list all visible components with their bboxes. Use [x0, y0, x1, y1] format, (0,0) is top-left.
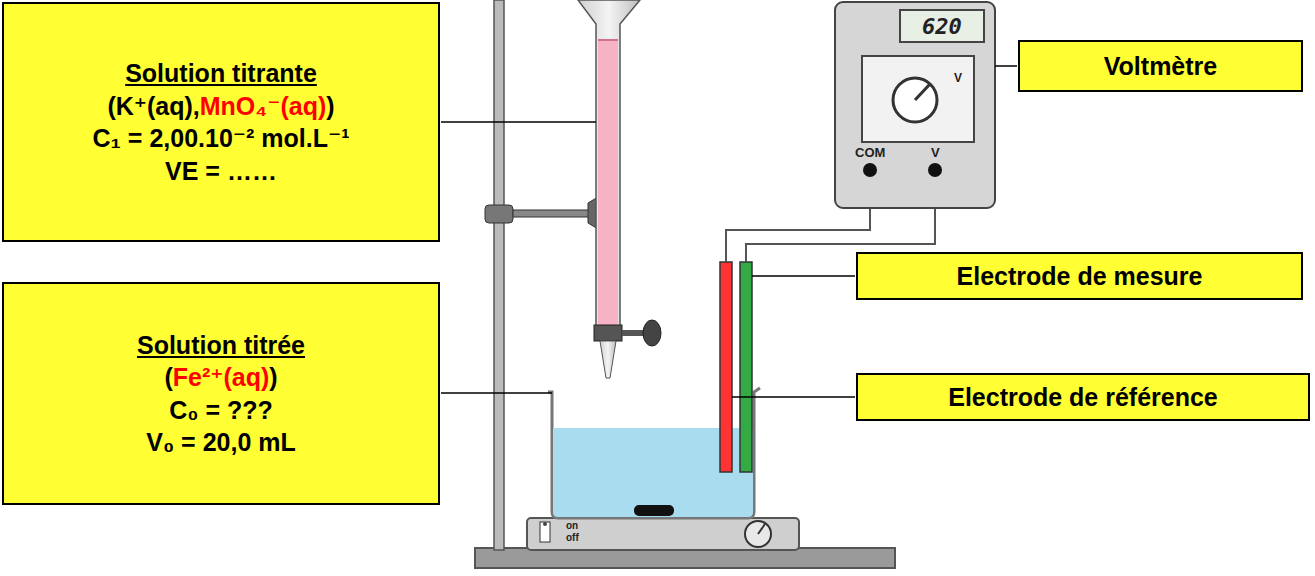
titrant-box: Solution titrante(K⁺(aq),MnO₄⁻(aq))C₁ = … [2, 2, 440, 242]
switch-label: off [566, 532, 579, 543]
text-row: Electrode de mesure [957, 260, 1203, 293]
stir-bar [634, 505, 674, 516]
speed-dial [745, 521, 771, 547]
text-row: Voltmètre [1104, 50, 1217, 83]
box-heading: Solution titrée [137, 329, 305, 362]
text-row: Solution titrante [125, 57, 317, 90]
text-row: VE = …… [165, 155, 277, 188]
box-text: C₁ = 2,00.10⁻² mol.L⁻¹ [93, 122, 350, 155]
v-terminal [928, 163, 942, 177]
leader-line [732, 396, 855, 398]
box-text: ) [326, 90, 334, 123]
box-text: MnO₄⁻(aq) [200, 90, 326, 123]
clamp-boss [485, 205, 513, 223]
stopcock [594, 325, 622, 341]
range-pointer [915, 84, 930, 100]
dial-unit: V [954, 71, 962, 85]
stand-rod [494, 0, 504, 550]
leader-line [995, 65, 1017, 67]
burette-tip [600, 341, 616, 378]
box-text: ( [164, 361, 172, 394]
box-text: C₀ = ??? [169, 394, 273, 427]
terminal-label: COM [855, 145, 885, 160]
box-text: (K⁺(aq), [107, 90, 199, 123]
terminal-label: V [931, 145, 940, 160]
box-text: Voltmètre [1104, 50, 1217, 83]
box-text: ) [269, 361, 277, 394]
voltmeter-label-box: Voltmètre [1018, 40, 1303, 92]
reference-electrode-box: Electrode de référence [856, 373, 1310, 421]
range-dial [893, 78, 937, 122]
stopcock-knob [643, 320, 661, 346]
com-terminal [863, 163, 877, 177]
measuring-electrode [740, 262, 752, 472]
dial-panel [862, 56, 974, 142]
measuring-electrode-box: Electrode de mesure [856, 252, 1303, 300]
box-text: Fe²⁺(aq) [173, 361, 270, 394]
power-switch [540, 522, 550, 542]
text-row: C₁ = 2,00.10⁻² mol.L⁻¹ [93, 122, 350, 155]
burette [578, 0, 640, 330]
voltmeter-display [900, 10, 984, 42]
dial-pointer [758, 524, 765, 534]
clamp-arm [513, 210, 593, 217]
box-text: Electrode de mesure [957, 260, 1203, 293]
power-led [543, 522, 547, 526]
stopcock-stem [622, 330, 646, 336]
text-row: C₀ = ??? [169, 394, 273, 427]
switch-label: on [566, 520, 578, 531]
leader-line [441, 121, 596, 123]
meniscus [598, 39, 618, 41]
text-row: V₀ = 20,0 mL [146, 426, 296, 459]
permanganate-solution [598, 40, 618, 330]
titrated-box: Solution titrée(Fe²⁺(aq))C₀ = ???V₀ = 20… [2, 282, 440, 505]
voltmeter [835, 2, 995, 208]
display-reading: 620 [922, 14, 962, 39]
text-row: Solution titrée [137, 329, 305, 362]
text-row: (Fe²⁺(aq)) [164, 361, 277, 394]
leader-line [441, 392, 552, 394]
text-row: Electrode de référence [948, 381, 1218, 414]
leader-line [752, 275, 855, 277]
box-text: Electrode de référence [948, 381, 1218, 414]
box-heading: Solution titrante [125, 57, 317, 90]
box-text: V₀ = 20,0 mL [146, 426, 296, 459]
reference-electrode [720, 262, 732, 472]
box-text: VE = …… [165, 155, 277, 188]
text-row: (K⁺(aq),MnO₄⁻(aq)) [107, 90, 334, 123]
magnetic-stirrer [527, 518, 799, 550]
